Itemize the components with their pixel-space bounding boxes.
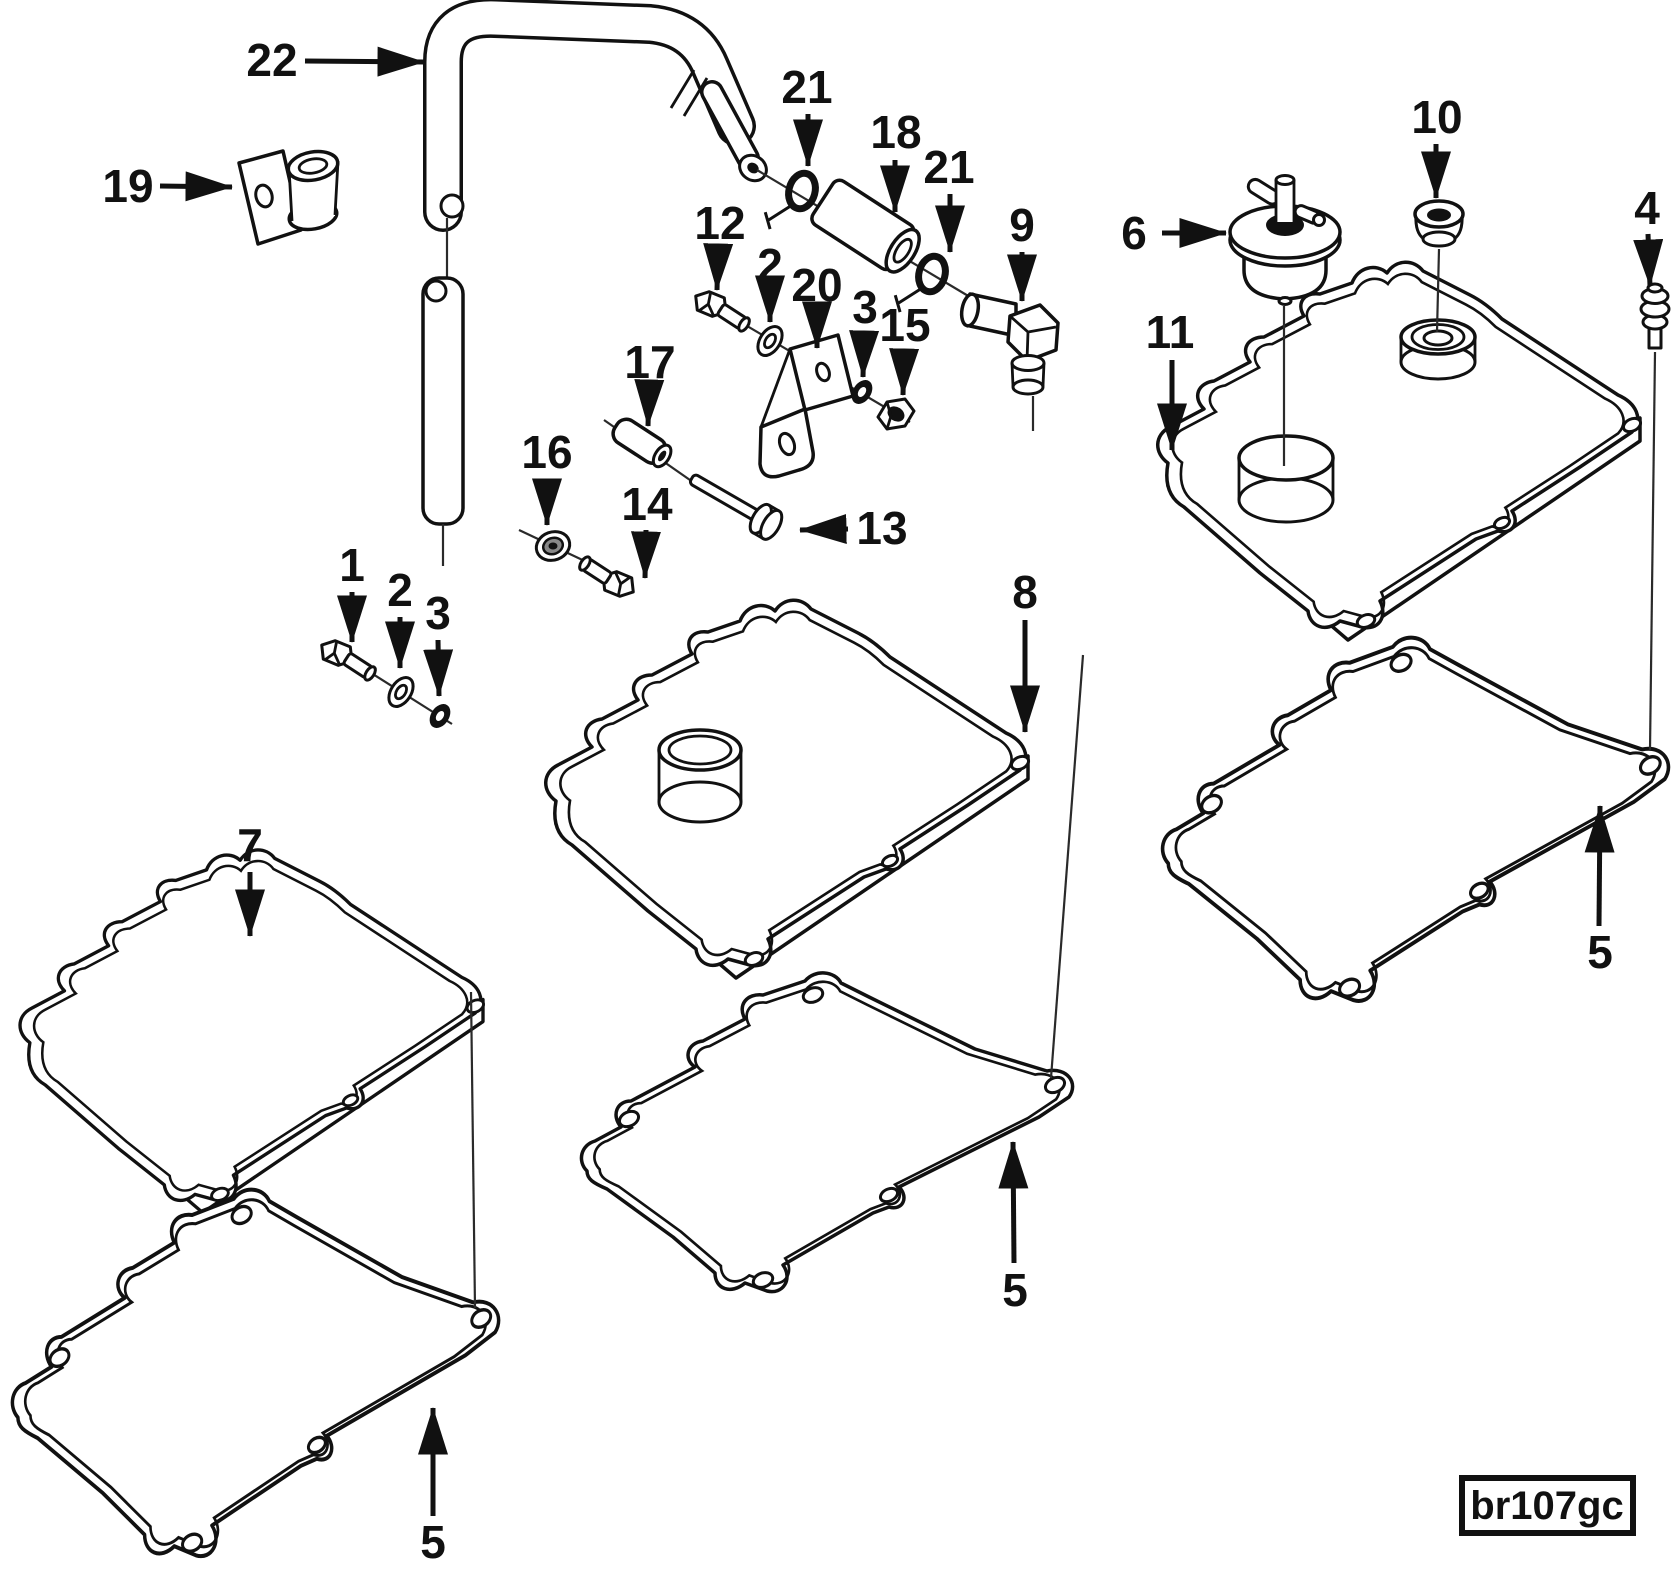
- svg-text:13: 13: [856, 502, 907, 554]
- bracket-fastener-cluster: [688, 282, 916, 479]
- svg-text:3: 3: [852, 281, 878, 333]
- callout-10: 10: [1411, 91, 1463, 199]
- callout-16: 16: [521, 426, 573, 526]
- callout-5-left: 5: [418, 1407, 448, 1568]
- part-8-valve-cover-middle: [546, 600, 1031, 978]
- part-4-fitting: [1639, 282, 1671, 350]
- svg-text:3: 3: [425, 587, 451, 639]
- svg-text:12: 12: [694, 197, 745, 249]
- svg-text:5: 5: [1587, 926, 1613, 978]
- svg-text:14: 14: [621, 478, 673, 530]
- part-2-washer-b: [382, 671, 420, 713]
- callout-13: 13: [799, 502, 908, 554]
- callout-14: 14: [621, 478, 673, 579]
- callout-6: 6: [1121, 207, 1227, 259]
- part-7-valve-cover-left: [20, 850, 486, 1213]
- callout-17: 17: [624, 336, 676, 427]
- part-14-bolt: [573, 548, 641, 606]
- svg-text:1: 1: [339, 539, 365, 591]
- callout-2-b: 2: [385, 564, 415, 669]
- callout-2-a: 2: [755, 239, 785, 323]
- callout-22: 22: [246, 34, 425, 86]
- svg-text:2: 2: [757, 239, 783, 291]
- svg-text:4: 4: [1634, 182, 1660, 234]
- hose-fitting-axis: [756, 166, 976, 321]
- svg-text:21: 21: [781, 61, 832, 113]
- svg-text:21: 21: [923, 141, 974, 193]
- callout-9: 9: [1007, 199, 1037, 302]
- part-12-bolt: [688, 282, 756, 340]
- callout-11: 11: [1146, 306, 1195, 451]
- svg-text:9: 9: [1009, 199, 1035, 251]
- part-15-nut: [876, 397, 916, 431]
- svg-text:8: 8: [1012, 566, 1038, 618]
- svg-text:2: 2: [387, 564, 413, 616]
- svg-text:5: 5: [420, 1516, 446, 1568]
- svg-text:11: 11: [1146, 306, 1195, 358]
- svg-text:18: 18: [870, 106, 921, 158]
- part-16-flanged-nut: [518, 529, 592, 565]
- part-9-elbow-fitting: [959, 292, 1060, 431]
- part-5-gasket-left: [12, 1190, 498, 1556]
- part-19-clamp: [237, 149, 340, 246]
- part-11-valve-cover-right: [1158, 262, 1643, 640]
- svg-text:20: 20: [791, 259, 842, 311]
- callout-7: 7: [235, 819, 265, 937]
- part-5-gasket-middle: [581, 973, 1072, 1292]
- cover-bolt-group: [314, 631, 455, 732]
- part-10-grommet: [1413, 199, 1465, 248]
- callouts: 22 19 21 18 21 9 6 10 4 11 12 2 20 3 15 …: [102, 34, 1664, 1568]
- callout-5-right: 5: [1584, 805, 1615, 978]
- mounting-hardware: [518, 417, 784, 606]
- svg-text:5: 5: [1002, 1264, 1028, 1316]
- callout-5-middle: 5: [998, 1141, 1029, 1316]
- svg-text:15: 15: [879, 299, 930, 351]
- part-20-bracket: [758, 333, 855, 479]
- part-18-sleeve: [810, 178, 921, 274]
- svg-text:22: 22: [246, 34, 297, 86]
- part-13-bolt-long: [688, 473, 784, 541]
- svg-text:6: 6: [1121, 207, 1147, 259]
- svg-text:17: 17: [624, 336, 675, 388]
- part-3-lockwasher-b: [425, 700, 455, 732]
- svg-text:19: 19: [102, 160, 153, 212]
- callout-21-a: 21: [781, 61, 833, 167]
- figure-code: br107gc: [1470, 1484, 1623, 1528]
- callout-18: 18: [870, 106, 922, 213]
- callout-15: 15: [879, 299, 931, 396]
- callout-1: 1: [337, 539, 367, 643]
- leader-lines: [469, 248, 1657, 1309]
- part-2-washer-a: [751, 320, 789, 362]
- callout-4: 4: [1633, 182, 1664, 287]
- figure-code-box: br107gc: [1459, 1475, 1636, 1536]
- callout-19: 19: [102, 160, 233, 212]
- callout-3-a: 3: [849, 281, 880, 378]
- part-22-breather-tube: [421, 0, 768, 566]
- callout-8: 8: [1010, 566, 1040, 733]
- callout-12: 12: [694, 197, 746, 291]
- part-6-breather-valve: [1228, 174, 1342, 306]
- callout-21-b: 21: [923, 141, 975, 253]
- part-17-spacer: [611, 417, 673, 469]
- callout-3-b: 3: [423, 587, 454, 697]
- svg-text:7: 7: [237, 819, 263, 871]
- callout-20: 20: [791, 259, 843, 349]
- svg-text:10: 10: [1411, 91, 1462, 143]
- svg-text:16: 16: [521, 426, 572, 478]
- part-1-bolt: [314, 631, 382, 689]
